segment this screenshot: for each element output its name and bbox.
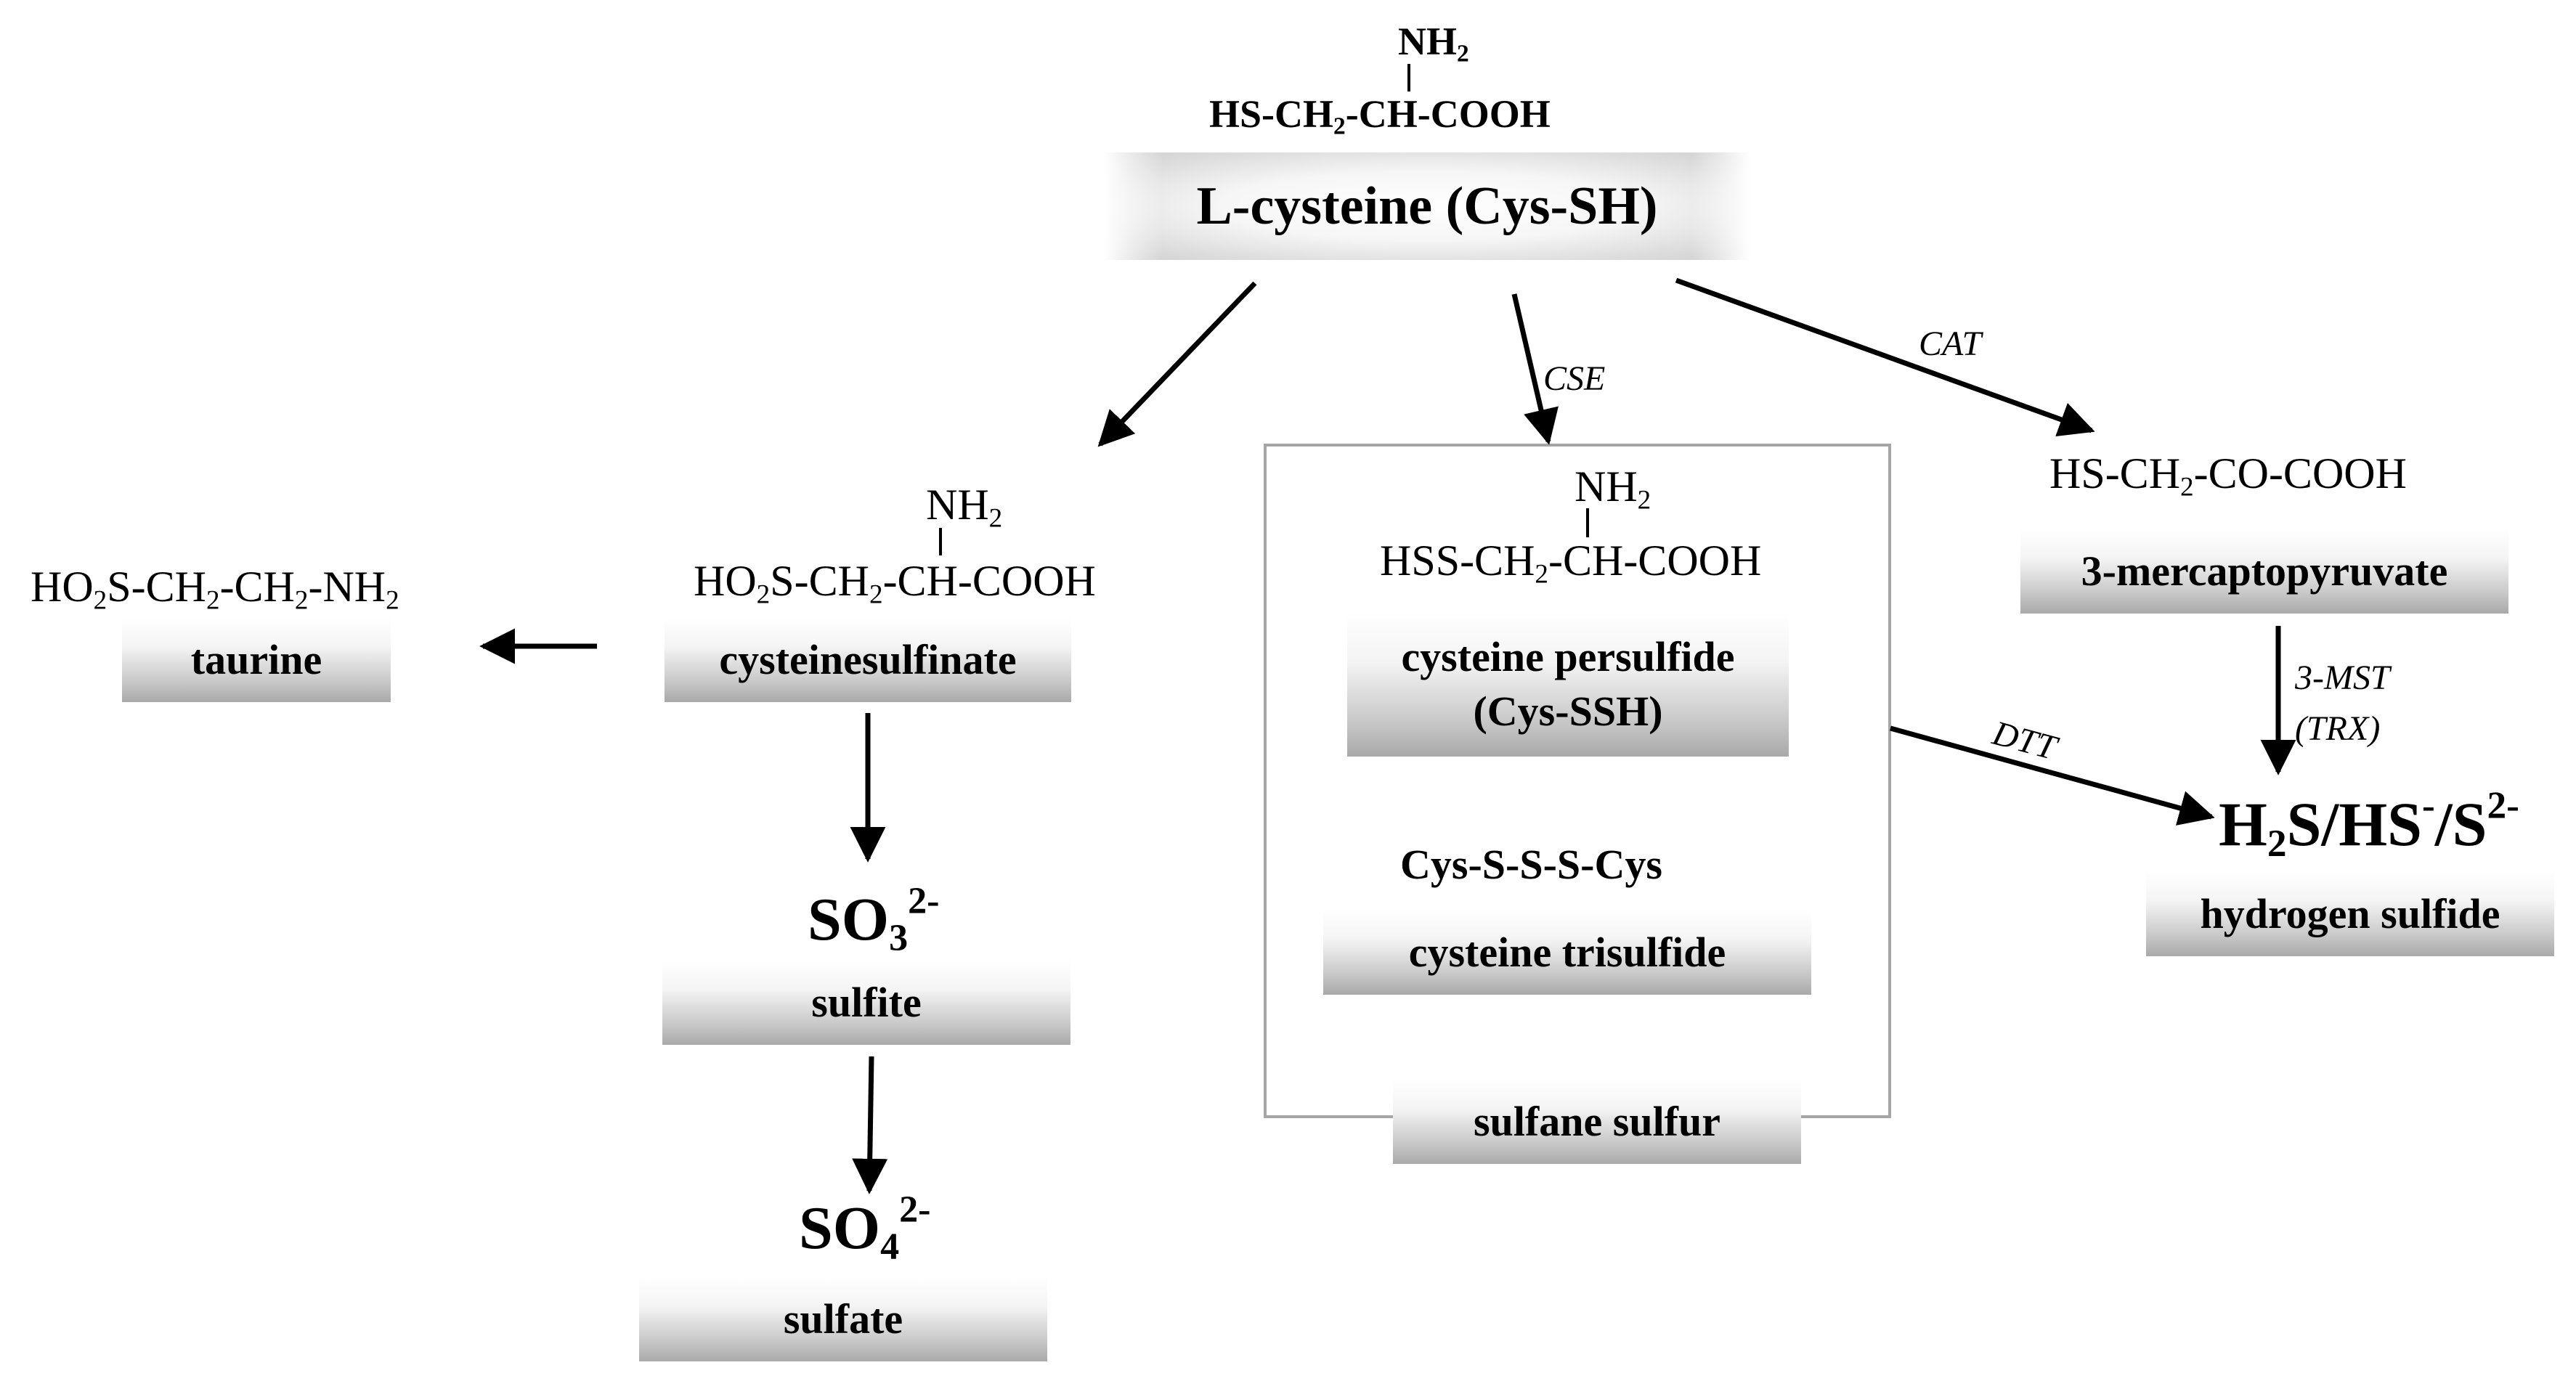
cysteine-formula: HS-CH2-CH-COOH <box>1209 92 1551 140</box>
arrow-cysteine-to-cysteinesulfinate <box>1097 281 1257 447</box>
arrow-to-sulfate <box>852 1056 888 1194</box>
mercaptopyruvate-formula: HS-CH2-CO-COOH <box>2049 449 2407 502</box>
persulfide-formula: HSS-CH2-CH-COOH <box>1380 537 1762 590</box>
sulfite-formula: SO32- <box>808 880 940 959</box>
trisulfide-formula: Cys-S-S-S-Cys <box>1400 841 1662 888</box>
persulfide-label: cysteine persulfide(Cys-SSH) <box>1347 611 1789 757</box>
persulfide-bond <box>1586 508 1589 537</box>
cysteine-amine-group: NH2 <box>1398 20 1469 68</box>
hydrogen-sulfide-formula: H2S/HS-/S2- <box>2219 783 2519 865</box>
persulfide-amine-group: NH2 <box>1575 463 1651 516</box>
enzyme-3-mst: 3-MST <box>2295 659 2390 697</box>
cysteine-bond <box>1407 64 1410 91</box>
taurine-label: taurine <box>122 617 391 702</box>
enzyme-cse: CSE <box>1543 359 1606 398</box>
arrow-persulfide-to-h2s <box>1890 725 2215 826</box>
mercaptopyruvate-label: 3-mercaptopyruvate <box>2020 529 2508 614</box>
taurine-formula: HO2S-CH2-CH2-NH2 <box>31 563 399 616</box>
cysteinesulfinate-amine-group: NH2 <box>926 481 1003 534</box>
cysteinesulfinate-bond <box>939 528 942 555</box>
arrow-cysteine-to-persulfide <box>1511 293 1559 445</box>
cysteine-label: L-cysteine (Cys-SH) <box>1104 152 1750 260</box>
arrow-cysteine-to-mercaptopyruvate <box>1675 277 2095 437</box>
cysteinesulfinate-label: cysteinesulfinate <box>665 617 1071 702</box>
trisulfide-label: cysteine trisulfide <box>1323 910 1811 995</box>
enzyme-trx: (TRX) <box>2295 709 2381 748</box>
sulfite-label: sulfite <box>662 960 1070 1045</box>
sulfane-sulfur-label: sulfane sulfur <box>1393 1079 1801 1164</box>
sulfate-label: sulfate <box>639 1276 1047 1361</box>
sulfate-formula: SO42- <box>799 1189 931 1268</box>
hydrogen-sulfide-label: hydrogen sulfide <box>2146 871 2554 956</box>
enzyme-cat: CAT <box>1919 325 1982 363</box>
cysteinesulfinate-formula: HO2S-CH2-CH-COOH <box>694 557 1096 610</box>
